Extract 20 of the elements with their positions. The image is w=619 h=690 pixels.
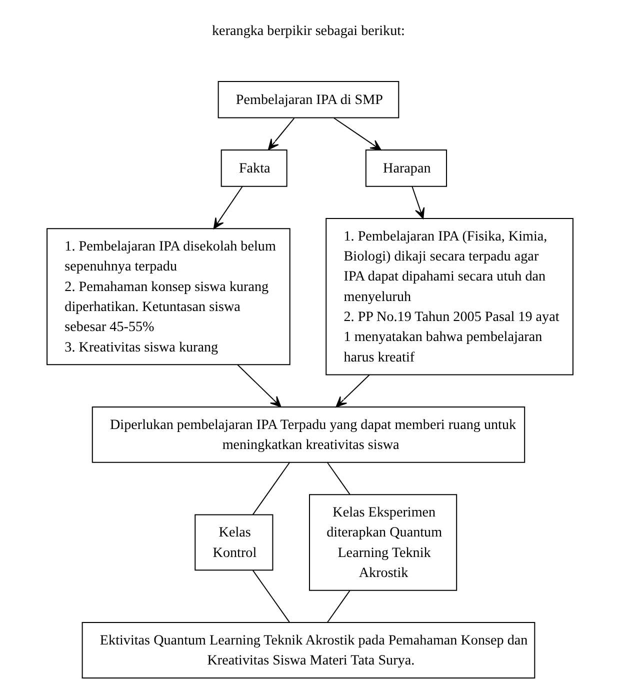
node-box: 1. Pembelajaran IPA (Fisika, Kimia, Biologi) dikaji secara terpadu agar IPA dapat dipahami secara utuh dan menyeluruh 2. PP No.19 Tahun 2005 Pasal 19 ayat 1 menyatakan bahwa pembelajaran harus kreatif [325, 218, 573, 375]
arrow [411, 186, 424, 218]
arrow [212, 186, 242, 229]
node-box: Harapan [364, 149, 447, 186]
arrow [267, 117, 294, 150]
connector [252, 570, 290, 622]
arrow [333, 117, 381, 150]
node-box: Kelas Kontrol [194, 514, 273, 570]
node-box: Fakta [220, 149, 287, 186]
connector [252, 462, 290, 514]
node-box: Pembelajaran IPA di SMP [217, 80, 399, 118]
label: kerangka berpikir sebagai berikut: [212, 22, 404, 38]
connector [326, 462, 350, 494]
node-box: Kelas Eksperimen diterapkan Quantum Learning Teknik Akrostik [308, 494, 457, 590]
node-box: Diperlukan pembelajaran IPA Terpadu yang dapat memberi ruang untuk meningkatkan kreativitas siswa [91, 406, 525, 462]
connector [326, 590, 350, 622]
node-box: Ektivitas Quantum Learning Teknik Akrostik pada Pemahaman Konsep dan Kreativitas Siswa Materi Tata Surya. [81, 622, 535, 678]
arrow [335, 374, 370, 407]
node-box: 1. Pembelajaran IPA disekolah belum sepenuhnya terpadu 2. Pemahaman konsep siswa kurang diperhatikan. Ketuntasan siswa sebesar 45-55% 3. Kreativitas siswa kurang [46, 228, 290, 365]
arrow [236, 364, 281, 407]
